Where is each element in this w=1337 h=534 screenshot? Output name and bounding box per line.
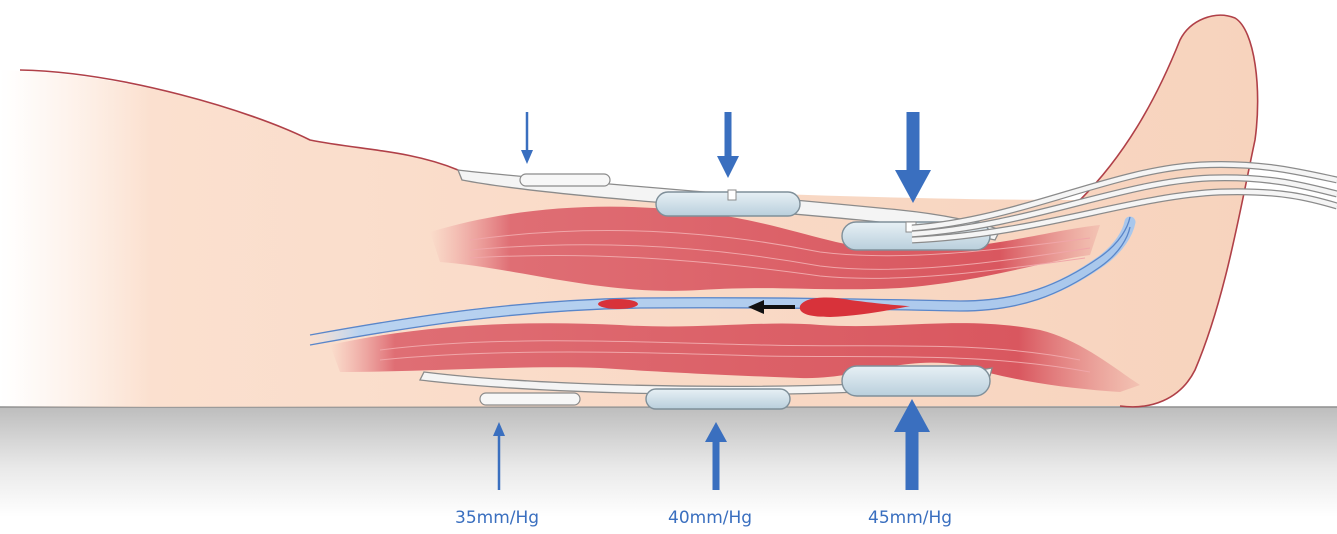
blood-clot-small xyxy=(598,299,638,309)
pressure-label-40: 40mm/Hg xyxy=(668,508,752,528)
compression-arrow-icon xyxy=(895,112,931,203)
compression-arrow-icon xyxy=(521,112,533,164)
floor-surface xyxy=(0,407,1337,517)
pressure-label-35: 35mm/Hg xyxy=(455,508,539,528)
compression-arrow-icon xyxy=(717,112,739,178)
pressure-label-45: 45mm/Hg xyxy=(868,508,952,528)
